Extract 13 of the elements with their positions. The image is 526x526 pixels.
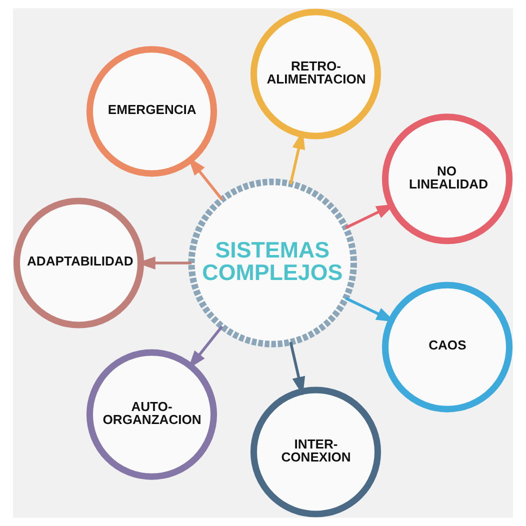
arrow <box>188 156 224 200</box>
arrow <box>345 204 396 230</box>
node-circle: INTER- CONEXION <box>250 386 382 518</box>
arrow <box>345 296 396 322</box>
arrow <box>289 342 306 396</box>
arrow <box>188 326 224 370</box>
arrow <box>136 256 192 270</box>
node-circle: CAOS <box>382 282 513 412</box>
node-circle: RETRO- ALIMENTACION <box>250 8 382 140</box>
node-circle: SISTEMAS COMPLEJOS <box>188 178 357 348</box>
arrow <box>289 130 306 184</box>
node-circle: ADAPTABILIDAD <box>13 198 144 328</box>
node-circle: NO LINEALIDAD <box>382 114 513 244</box>
